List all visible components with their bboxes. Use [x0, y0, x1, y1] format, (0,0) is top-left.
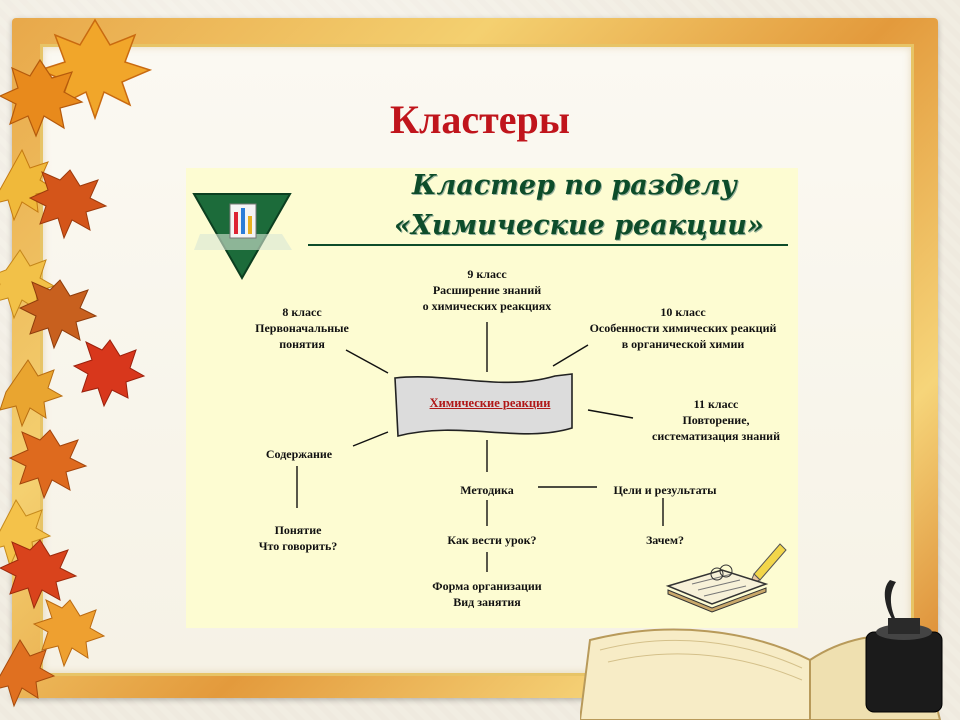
node-grade10-line1: 10 класс	[660, 305, 706, 319]
maple-leaf-icon	[0, 539, 78, 610]
node-grade9: 9 класс Расширение знаний о химических р…	[394, 266, 580, 314]
node-grade9-line2: Расширение знаний	[432, 283, 542, 297]
node-form-line2: Вид занятия	[453, 595, 521, 609]
maple-leaf-icon	[18, 279, 98, 350]
node-grade10-line3: в органической химии	[621, 337, 745, 351]
slide-title: Кластеры	[389, 97, 571, 142]
node-grade8: 8 класс Первоначальные понятия	[232, 304, 372, 352]
test-tubes-icon	[192, 193, 292, 281]
node-grade10-line2: Особенности химических реакций	[589, 321, 777, 335]
diagram-heading-line2: «Химические реакции»	[394, 210, 764, 241]
node-grade8-line1: 8 класс	[282, 305, 322, 319]
notebook-icon	[665, 543, 787, 613]
node-grade10: 10 класс Особенности химических реакций …	[574, 304, 792, 352]
node-concept-line2: Что говорить?	[258, 539, 338, 553]
maple-leaf-icon	[0, 249, 56, 320]
node-how: Как вести урок?	[447, 533, 537, 547]
maple-leaf-icon	[72, 339, 146, 408]
node-grade11-line1: 11 класс	[693, 397, 739, 411]
node-grade11-line2: Повторение,	[682, 413, 750, 427]
maple-leaf-icon	[0, 639, 56, 708]
node-concept: Понятие Что говорить?	[246, 522, 350, 554]
node-grade11: 11 класс Повторение, систематизация знан…	[638, 396, 794, 444]
node-why: Зачем?	[645, 533, 685, 547]
maple-leaf-icon	[28, 169, 108, 240]
maple-leaf-icon	[0, 359, 64, 428]
node-grade8-line3: понятия	[279, 337, 325, 351]
maple-leaf-icon	[0, 148, 58, 222]
central-node: Химические реакции	[429, 396, 551, 410]
maple-leaves-decoration	[0, 18, 153, 708]
diagram-heading-line1: Кластер по разделу	[412, 170, 737, 201]
node-grade9-line1: 9 класс	[467, 267, 507, 281]
node-form: Форма организации Вид занятия	[414, 578, 560, 610]
node-grade11-line3: систематизация знаний	[652, 429, 780, 443]
node-concept-line1: Понятие	[274, 523, 322, 537]
inkwell-icon	[865, 580, 943, 713]
central-banner	[394, 373, 573, 438]
node-grade8-line2: Первоначальные	[255, 321, 349, 335]
heading-underline	[308, 244, 788, 246]
node-form-line1: Форма организации	[432, 579, 542, 593]
node-goals: Цели и результаты	[613, 483, 717, 497]
pencil-icon	[749, 543, 787, 585]
maple-leaf-icon	[0, 58, 84, 138]
maple-leaf-icon	[32, 599, 106, 668]
node-grade9-line3: о химических реакциях	[422, 299, 552, 313]
node-content: Содержание	[265, 447, 333, 461]
maple-leaf-icon	[8, 429, 88, 500]
node-method: Методика	[460, 483, 514, 497]
